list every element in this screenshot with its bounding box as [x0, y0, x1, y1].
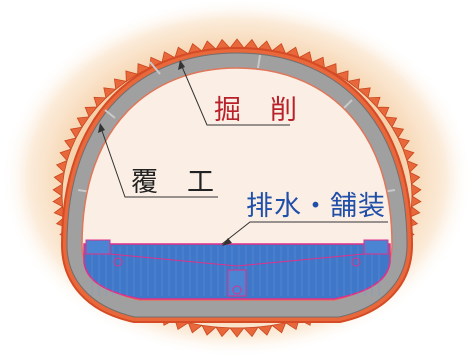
right-side-drain [363, 239, 389, 255]
rock-bolt-spike [113, 78, 128, 90]
tunnel-interior [81, 67, 393, 301]
rock-bolt-spike [84, 106, 98, 118]
rock-bolt-spike [125, 70, 139, 83]
rock-bolt-spike [59, 148, 72, 162]
excavation-leader [179, 61, 290, 126]
rock-bolt-spike [243, 326, 259, 338]
rock-bolt-spike [409, 171, 421, 185]
excavation-label: 掘 削 [214, 95, 298, 126]
rock-bolt-spike [187, 322, 203, 334]
rock-bolt-spike [257, 324, 273, 336]
center-drain-pipe [232, 285, 242, 295]
center-drain [227, 269, 247, 297]
rock-bolt-spike [357, 87, 371, 99]
rock-bolt-spike [52, 183, 64, 197]
rock-bolt-spike [271, 322, 287, 334]
rock-bolt-spike [69, 126, 83, 139]
rock-bolt-spike [384, 116, 398, 129]
rock-bolt-spike [53, 171, 65, 185]
right-drain-pipe [351, 257, 361, 267]
drainage-paving-label: 排水・舗装 [246, 191, 386, 222]
rock-bolt-spike [64, 137, 77, 150]
pavement-surface-line [109, 253, 365, 267]
drainage-arrowhead [222, 238, 232, 246]
drainage-leader [221, 221, 388, 245]
rock-bolt-spike [229, 327, 245, 338]
rock-bolt-spike [346, 78, 361, 90]
rock-bolt-spike [52, 195, 64, 208]
left-side-drain [85, 239, 111, 255]
excavation-arrowhead [178, 60, 185, 70]
rock-bolt-spike [410, 183, 422, 197]
lining-segment-lines [77, 54, 396, 193]
left-drain-pipe [113, 257, 123, 267]
rock-bolt-spike [406, 159, 419, 174]
rock-bolt-spike [335, 70, 349, 83]
rock-bolt-spike [93, 96, 107, 108]
rock-bolt-spike [376, 106, 390, 118]
rock-bolt-spike [397, 137, 410, 150]
rock-bolt-spike [55, 159, 68, 174]
rock-bolt-spike [367, 96, 381, 108]
lining-arrowhead [98, 123, 105, 133]
rock-bolt-spike [215, 326, 231, 338]
rock-bolt-spike [103, 87, 117, 99]
rock-bolt-spike [410, 195, 422, 208]
rock-bolt-spike [391, 126, 405, 139]
lining-label: 覆 工 [131, 167, 215, 198]
rock-bolt-spike [402, 148, 415, 162]
rock-bolt-spike [201, 324, 217, 336]
lining-leader [99, 124, 218, 198]
rock-bolt-spike [76, 116, 90, 129]
